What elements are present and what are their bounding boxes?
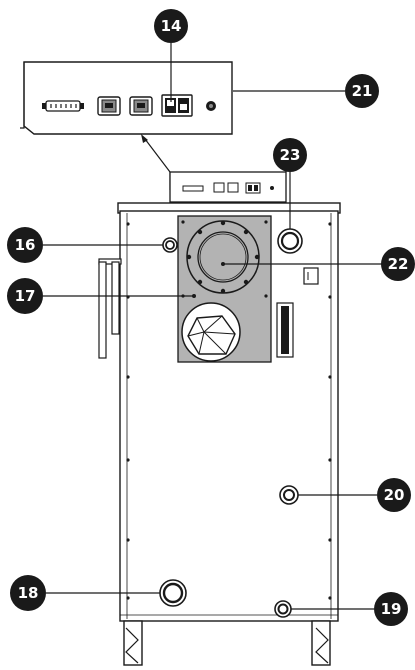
latch-bracket	[303, 267, 319, 285]
iec-power-socket-2	[129, 96, 153, 116]
callout-21: 21	[345, 74, 379, 108]
callout-23: 23	[273, 138, 307, 172]
power-switch-with-fuse	[161, 94, 193, 117]
callout-18-label: 18	[18, 584, 39, 602]
iec-power-socket-1	[97, 96, 121, 116]
callout-23-label: 23	[280, 146, 301, 164]
connection-panel-detail	[20, 61, 233, 135]
pipe-connection-18	[159, 579, 187, 607]
callout-14: 14	[154, 9, 188, 43]
leader-dot-22	[221, 262, 225, 266]
pipe-connection-16	[162, 237, 178, 253]
callout-20: 20	[377, 478, 411, 512]
callout-16-label: 16	[15, 236, 36, 254]
callout-19-label: 19	[381, 600, 402, 618]
flue-connection-plate	[177, 215, 272, 363]
callout-17-label: 17	[15, 287, 36, 305]
callout-20-label: 20	[384, 486, 405, 504]
callout-19: 19	[374, 592, 408, 626]
pipe-connection-20	[279, 485, 299, 505]
pipe-connection-19	[274, 600, 292, 618]
left-foot	[123, 620, 143, 666]
terminal-block-connector	[42, 100, 84, 112]
pipe-connection-23	[277, 228, 303, 254]
cable-duct	[276, 302, 294, 358]
top-connection-panel	[169, 171, 287, 203]
callout-21-label: 21	[352, 82, 373, 100]
leader-dot-17	[192, 294, 196, 298]
callout-14-label: 14	[161, 17, 182, 35]
right-foot	[311, 620, 331, 666]
callout-22-label: 22	[388, 255, 409, 273]
side-handle	[98, 258, 122, 359]
callout-18: 18	[10, 575, 46, 611]
leader-lines	[43, 43, 385, 610]
callout-17: 17	[7, 278, 43, 314]
ground-screw-icon	[206, 101, 216, 111]
callout-16: 16	[7, 227, 43, 263]
callout-22: 22	[381, 247, 415, 281]
detail-pointer-arrow	[141, 134, 171, 190]
